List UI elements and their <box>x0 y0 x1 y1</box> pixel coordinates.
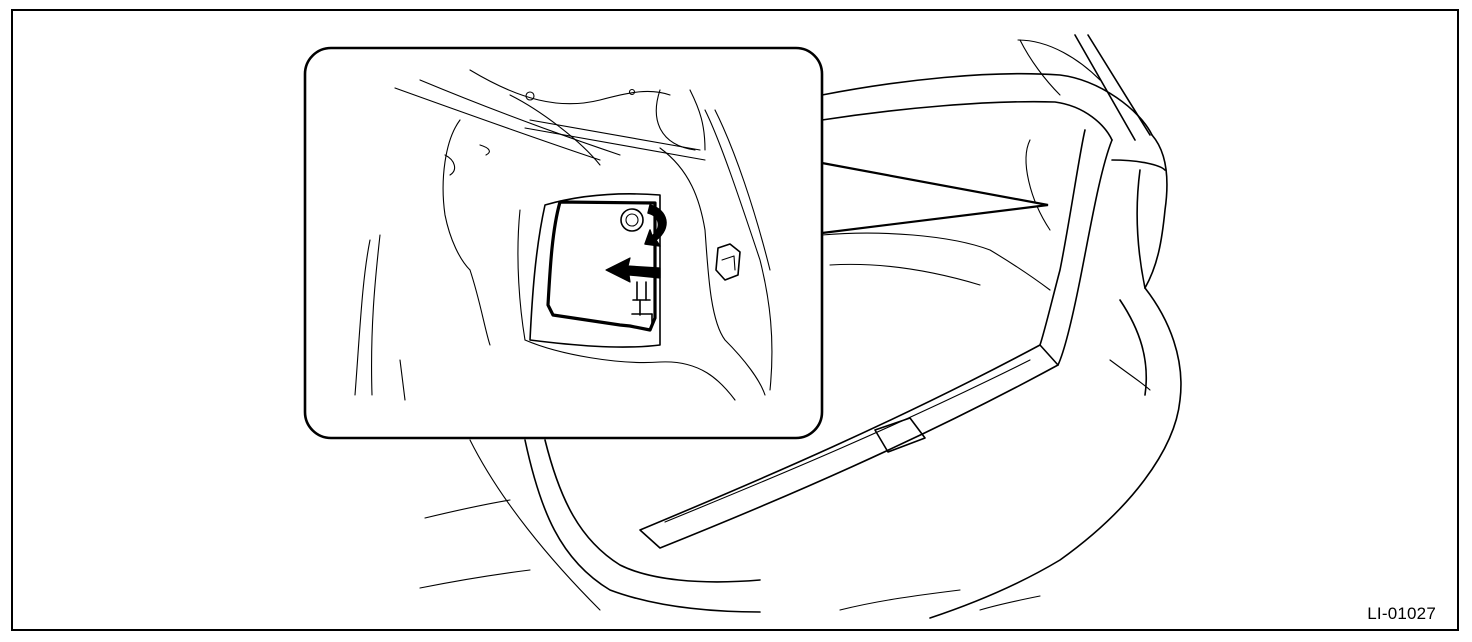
access-cover <box>546 200 657 332</box>
pull-arrow-icon <box>605 257 661 283</box>
clip-stem <box>631 281 653 327</box>
detail-inset <box>303 46 824 440</box>
figure-code-label: LI-01027 <box>1367 604 1436 623</box>
figure-frame <box>11 9 1459 631</box>
curved-rotate-arrow-icon <box>644 204 667 247</box>
inset-frame <box>303 46 824 440</box>
callout-leader <box>821 161 1049 235</box>
trim-knob-icon <box>620 208 644 232</box>
trunk-opening-drawing <box>419 34 1182 619</box>
